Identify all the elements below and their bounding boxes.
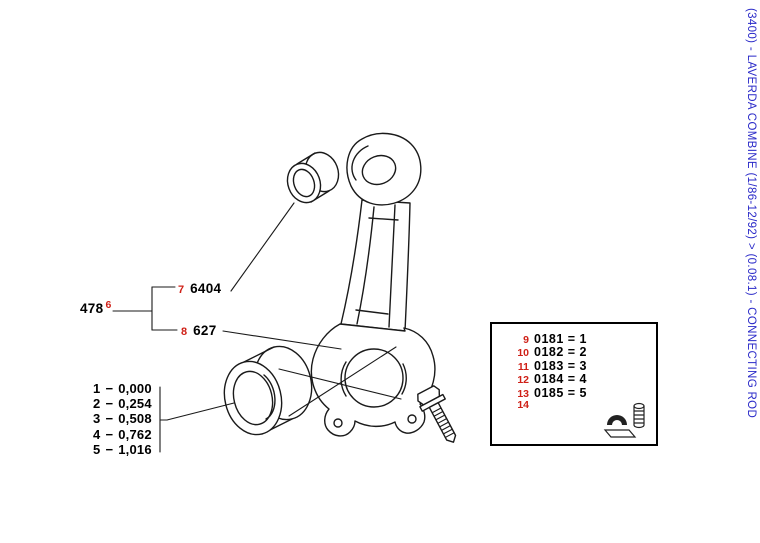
callout-number: 6 bbox=[105, 299, 112, 311]
size-index: 1 bbox=[93, 381, 101, 396]
callout-number: 7 bbox=[178, 284, 185, 296]
size-separator: − bbox=[105, 426, 114, 442]
size-value: 0,508 bbox=[118, 411, 152, 427]
part-number: 0181 = 1 bbox=[534, 332, 588, 346]
part-number: 0185 = 5 bbox=[534, 385, 588, 400]
part-number: 0183 = 3 bbox=[534, 358, 588, 373]
bearing-row[interactable]: 10 0182 = 2 bbox=[512, 345, 656, 360]
callout-number: 8 bbox=[181, 326, 188, 338]
callout-number: 10 bbox=[517, 347, 529, 360]
size-value: 0,000 bbox=[118, 381, 152, 396]
callout-number: 14 bbox=[517, 398, 529, 411]
bearing-table-box: 9 0181 = 1 10 0182 = 2 11 0183 = 3 12 0184 =… bbox=[490, 322, 658, 446]
size-separator: − bbox=[105, 441, 114, 457]
callout-number: 11 bbox=[517, 360, 529, 373]
size-value: 0,254 bbox=[118, 396, 152, 412]
bearing-row[interactable]: 11 0183 = 3 bbox=[512, 358, 656, 373]
rod-bolt-drawing bbox=[417, 385, 457, 443]
big-end-bushing-drawing bbox=[223, 345, 313, 436]
part-number: 0184 = 4 bbox=[534, 372, 588, 387]
size-row: 3−0,508 bbox=[93, 411, 152, 426]
size-value: 1,016 bbox=[118, 441, 152, 457]
size-index: 4 bbox=[93, 426, 101, 442]
size-index: 5 bbox=[93, 441, 101, 457]
size-separator: − bbox=[105, 411, 114, 427]
callout-number: 13 bbox=[517, 387, 529, 400]
bearing-set-icon bbox=[603, 402, 645, 438]
part-number: 0182 = 2 bbox=[534, 345, 588, 360]
bearing-row[interactable]: 12 0184 = 4 bbox=[512, 372, 656, 387]
connecting-rod-drawing bbox=[310, 132, 436, 437]
size-separator: − bbox=[105, 381, 114, 396]
size-row: 4−0,762 bbox=[93, 427, 152, 442]
size-index: 2 bbox=[93, 396, 101, 412]
page-title-vertical: (3400) - LAVERDA COMBINE (1/86-12/92) > … bbox=[745, 8, 757, 419]
undersize-list: 1−0,000 2−0,254 3−0,508 4−0,762 5−1,016 bbox=[93, 381, 152, 457]
bearing-row[interactable]: 13 0185 = 5 bbox=[512, 385, 656, 400]
leader-lines bbox=[112, 202, 402, 453]
bearing-row[interactable]: 14 bbox=[512, 399, 656, 412]
size-separator: − bbox=[105, 396, 114, 412]
part-number: 478 bbox=[80, 301, 104, 316]
part-number: 627 bbox=[193, 323, 217, 338]
callout-number: 9 bbox=[523, 334, 529, 346]
size-row: 2−0,254 bbox=[93, 396, 152, 411]
size-row: 5−1,016 bbox=[93, 442, 152, 457]
size-index: 3 bbox=[93, 411, 101, 427]
size-row: 1−0,000 bbox=[93, 381, 152, 396]
callout-number: 12 bbox=[517, 374, 529, 387]
part-number: 6404 bbox=[190, 281, 222, 296]
part-label-big-bushing[interactable]: 8 627 bbox=[181, 322, 217, 340]
bearing-row[interactable]: 9 0181 = 1 bbox=[512, 332, 656, 346]
small-end-bushing-drawing bbox=[286, 151, 340, 204]
size-value: 0,762 bbox=[118, 426, 152, 442]
part-label-small-bushing[interactable]: 7 6404 bbox=[178, 280, 221, 298]
